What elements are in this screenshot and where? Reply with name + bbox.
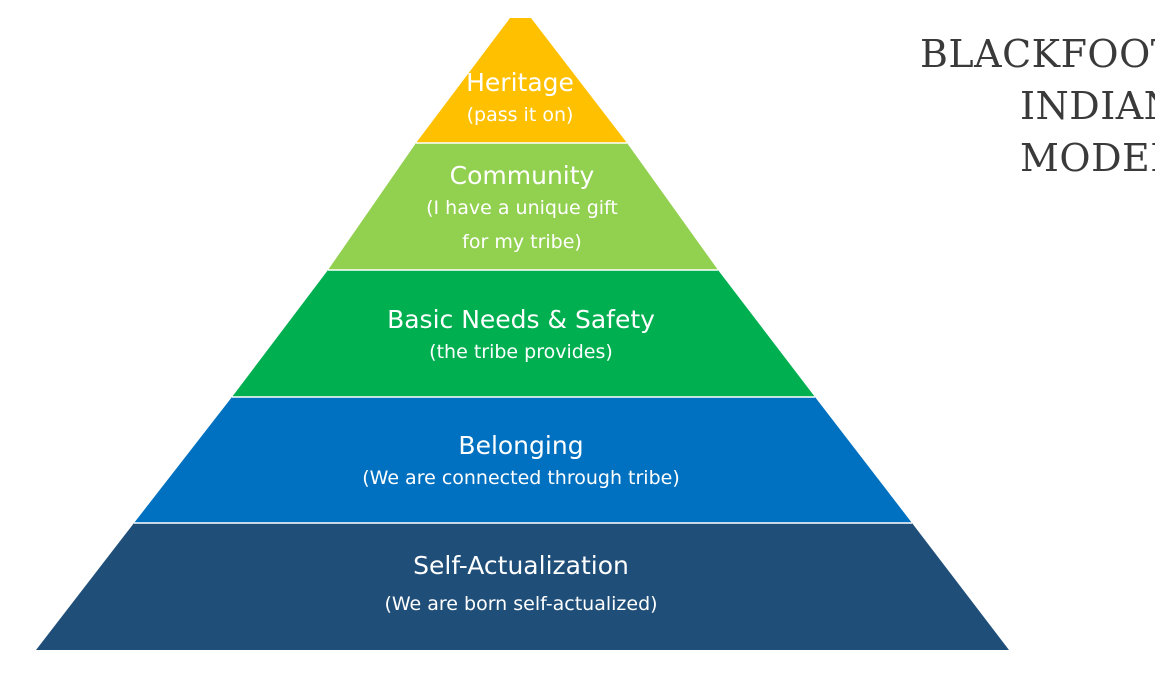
tier-self-actualization-label: Self-Actualization (We are born self-act…	[384, 551, 657, 621]
tier-belonging-title: Belonging	[458, 431, 584, 460]
tier-heritage-shape	[416, 18, 627, 143]
tier-belonging-shape	[134, 397, 912, 523]
tier-heritage-label: Heritage (pass it on)	[466, 68, 574, 132]
tier-basic-needs-shape	[232, 270, 815, 397]
slide-title-line-2: INDIAN	[1020, 84, 1155, 128]
tier-self-actualization-description: (We are born self-actualized)	[384, 593, 658, 615]
slide-title-line-3: MODEL	[1020, 136, 1155, 180]
tier-community-description-line-2: for my tribe)	[462, 231, 582, 253]
tier-community-shape	[328, 143, 718, 270]
tier-community-title: Community	[449, 161, 595, 190]
tier-self-actualization-title: Self-Actualization	[413, 551, 629, 580]
tier-self-actualization-shape	[36, 523, 1009, 650]
tier-belonging-label: Belonging (We are connected through trib…	[362, 431, 680, 495]
tier-belonging-description: (We are connected through tribe)	[362, 467, 680, 489]
tier-basic-needs-label: Basic Needs & Safety (the tribe provides…	[387, 305, 655, 369]
tier-basic-needs-description: (the tribe provides)	[429, 341, 613, 363]
tier-basic-needs-title: Basic Needs & Safety	[387, 305, 655, 334]
slide-title-line-1: BLACKFOOT	[920, 32, 1155, 76]
tier-heritage-description: (pass it on)	[466, 104, 574, 126]
tier-community-label: Community (I have a unique gift for my t…	[426, 161, 618, 259]
tier-heritage-title: Heritage	[466, 68, 574, 97]
tier-community-description-line-1: (I have a unique gift	[426, 197, 618, 219]
slide-title: BLACKFOOT INDIAN MODEL	[920, 28, 1155, 184]
